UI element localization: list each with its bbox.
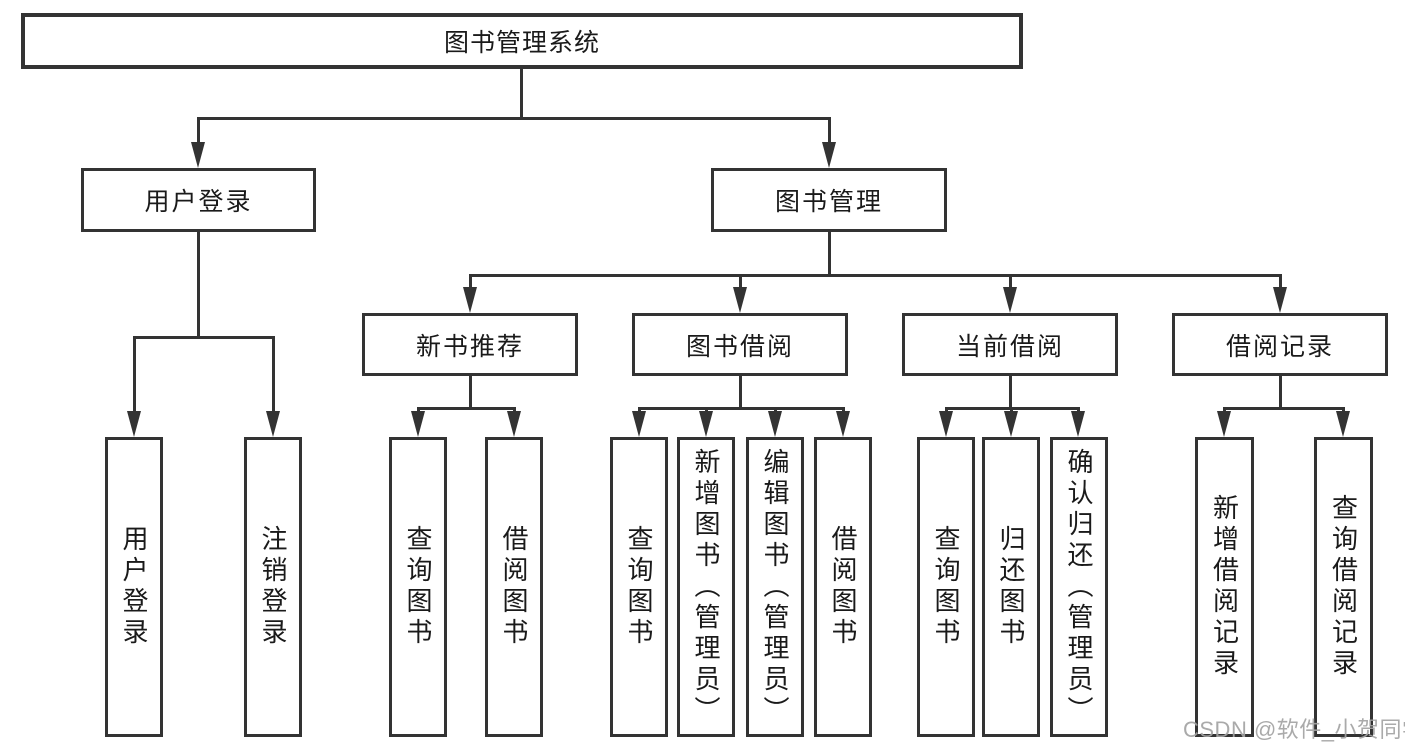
connector-line xyxy=(197,117,831,120)
connector-line xyxy=(513,407,516,413)
connector-line xyxy=(828,117,831,145)
leaf-query-borrow-record: 查询借阅记录 xyxy=(1314,437,1373,737)
leaf-label: 新增图书（管理员） xyxy=(691,447,721,727)
leaf-query-books-current: 查询图书 xyxy=(917,437,975,737)
connector-line xyxy=(469,376,472,407)
arrow-down-icon xyxy=(127,411,141,437)
node-book-borrowing: 图书借阅 xyxy=(632,313,848,376)
node-new-book-recommend: 新书推荐 xyxy=(362,313,578,376)
connector-line xyxy=(1009,274,1012,288)
leaf-return-books: 归还图书 xyxy=(982,437,1040,737)
connector-line xyxy=(1223,407,1226,413)
connector-line xyxy=(469,274,1282,277)
leaf-label: 确认归还（管理员） xyxy=(1064,447,1094,727)
arrow-down-icon xyxy=(632,411,646,437)
arrow-down-icon xyxy=(1004,411,1018,437)
leaf-label: 查询图书 xyxy=(624,525,654,649)
arrow-down-icon xyxy=(463,287,477,313)
connector-line xyxy=(739,376,742,407)
leaf-label: 编辑图书（管理员） xyxy=(760,447,790,727)
node-label: 用户登录 xyxy=(144,188,253,216)
leaf-label: 用户登录 xyxy=(119,525,149,649)
node-label: 新书推荐 xyxy=(415,332,524,361)
connector-line xyxy=(417,407,420,413)
leaf-confirm-return-admin: 确认归还（管理员） xyxy=(1050,437,1108,737)
connector-line xyxy=(197,117,200,145)
connector-line xyxy=(774,407,777,413)
connector-line xyxy=(133,336,275,339)
arrow-down-icon xyxy=(1217,411,1231,437)
leaf-borrow-books: 借阅图书 xyxy=(814,437,872,737)
node-book-management: 图书管理 xyxy=(711,168,947,232)
connector-line xyxy=(520,69,523,117)
arrow-down-icon xyxy=(768,411,782,437)
connector-line xyxy=(842,407,845,413)
connector-line xyxy=(1279,274,1282,288)
leaf-label: 归还图书 xyxy=(996,525,1026,649)
arrow-down-icon xyxy=(733,287,747,313)
leaf-label: 查询图书 xyxy=(403,525,433,649)
connector-line xyxy=(739,274,742,288)
node-label: 借阅记录 xyxy=(1225,332,1334,361)
connector-line xyxy=(945,407,948,413)
connector-line xyxy=(417,407,516,410)
connector-line xyxy=(638,407,845,410)
arrow-down-icon xyxy=(191,142,205,168)
leaf-label: 借阅图书 xyxy=(499,525,529,649)
connector-line xyxy=(1010,407,1013,413)
leaf-label: 借阅图书 xyxy=(828,525,858,649)
arrow-down-icon xyxy=(822,142,836,168)
connector-line xyxy=(197,232,200,336)
connector-line xyxy=(1077,407,1080,413)
leaf-user-login: 用户登录 xyxy=(105,437,163,737)
csdn-watermark: CSDN @软件_小贺同学 xyxy=(1183,717,1405,742)
leaf-query-books-recommend: 查询图书 xyxy=(389,437,447,737)
node-label: 图书借阅 xyxy=(685,332,794,361)
connector-line xyxy=(828,232,831,274)
leaf-logout: 注销登录 xyxy=(244,437,302,737)
arrow-down-icon xyxy=(836,411,850,437)
arrow-down-icon xyxy=(507,411,521,437)
leaf-label: 查询借阅记录 xyxy=(1328,494,1359,680)
leaf-edit-books-admin: 编辑图书（管理员） xyxy=(746,437,804,737)
arrow-down-icon xyxy=(1003,287,1017,313)
arrow-down-icon xyxy=(1336,411,1350,437)
node-current-borrowing: 当前借阅 xyxy=(902,313,1118,376)
node-label: 图书管理系统 xyxy=(443,29,600,57)
leaf-add-books-admin: 新增图书（管理员） xyxy=(677,437,735,737)
connector-line xyxy=(1009,376,1012,407)
connector-line xyxy=(272,336,275,412)
leaf-label: 注销登录 xyxy=(258,525,288,649)
node-library-management-system: 图书管理系统 xyxy=(21,13,1023,69)
connector-line xyxy=(133,336,136,412)
node-label: 图书管理 xyxy=(774,188,883,216)
node-user-login: 用户登录 xyxy=(81,168,316,232)
arrow-down-icon xyxy=(939,411,953,437)
leaf-borrow-books-recommend: 借阅图书 xyxy=(485,437,543,737)
connector-line xyxy=(469,274,472,288)
leaf-query-books-borrowing: 查询图书 xyxy=(610,437,668,737)
connector-line xyxy=(705,407,708,413)
leaf-label: 新增借阅记录 xyxy=(1209,494,1240,680)
arrow-down-icon xyxy=(411,411,425,437)
node-borrowing-records: 借阅记录 xyxy=(1172,313,1388,376)
connector-line xyxy=(1279,376,1282,407)
arrow-down-icon xyxy=(1273,287,1287,313)
leaf-add-borrow-record: 新增借阅记录 xyxy=(1195,437,1254,737)
arrow-down-icon xyxy=(1071,411,1085,437)
connector-line xyxy=(1342,407,1345,413)
connector-line xyxy=(638,407,641,413)
arrow-down-icon xyxy=(699,411,713,437)
node-label: 当前借阅 xyxy=(955,332,1064,361)
arrow-down-icon xyxy=(266,411,280,437)
connector-line xyxy=(1223,407,1344,410)
leaf-label: 查询图书 xyxy=(931,525,961,649)
